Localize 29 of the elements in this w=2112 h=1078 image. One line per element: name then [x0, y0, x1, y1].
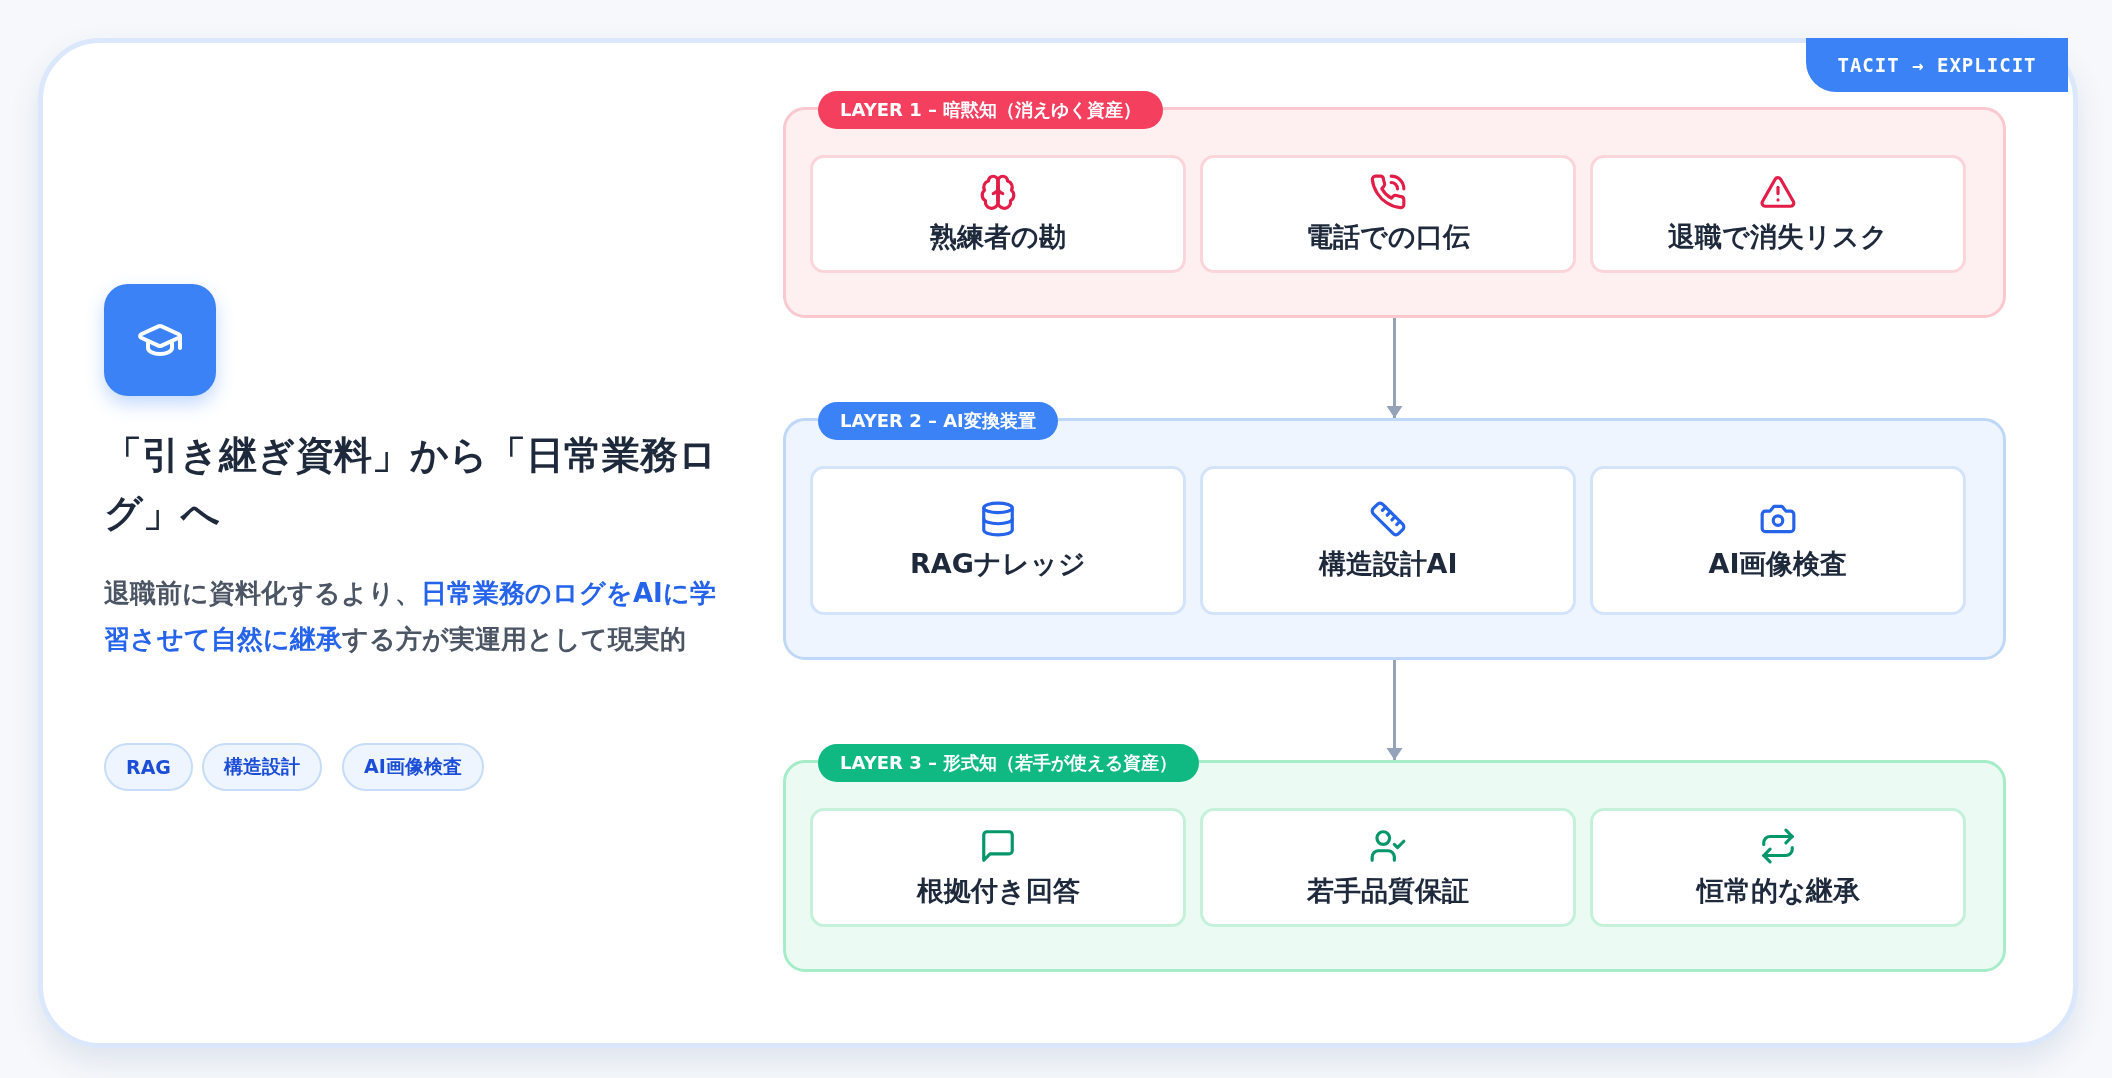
arrow	[1386, 316, 1403, 420]
layer-badge: LAYER 1 – 暗黙知（消えゆく資産）	[818, 91, 1164, 129]
item-label: 退職で消失リスク	[1668, 220, 1888, 254]
item-card	[1200, 466, 1576, 615]
tag-pill: AI画像検査	[342, 743, 484, 791]
item-card	[1590, 808, 1966, 927]
corner-badge: TACIT → EXPLICIT	[1806, 38, 2068, 92]
item-card	[1200, 155, 1576, 273]
item-card	[1590, 155, 1966, 273]
item-label: 電話での口伝	[1306, 220, 1470, 254]
heading: 「引き継ぎ資料」から「日常業務ログ」へ	[104, 432, 718, 537]
item-card	[1590, 466, 1966, 615]
item-card	[810, 155, 1186, 273]
layer-badge: LAYER 2 – AI変換装置	[818, 402, 1058, 440]
item-label: AI画像検査	[1708, 546, 1848, 581]
item-label: 恒常的な継承	[1696, 873, 1860, 908]
item-label: 根拠付き回答	[916, 873, 1080, 908]
item-label: RAGナレッジ	[910, 546, 1086, 581]
item-card	[810, 466, 1186, 615]
arrow	[1386, 658, 1403, 762]
item-label: 構造設計AI	[1318, 546, 1458, 581]
tag-pill: 構造設計	[202, 743, 322, 791]
tag-pill: RAG	[104, 743, 193, 791]
item-card	[1200, 808, 1576, 927]
item-label: 若手品質保証	[1307, 873, 1469, 908]
layer-badge: LAYER 3 – 形式知（若手が使える資産）	[818, 744, 1200, 782]
item-card	[810, 808, 1186, 927]
description: 退職前に資料化するより、日常業務のログをAIに学習させて自然に継承する方が実運用として現実的	[104, 577, 717, 656]
item-label: 熟練者の勘	[930, 220, 1066, 254]
